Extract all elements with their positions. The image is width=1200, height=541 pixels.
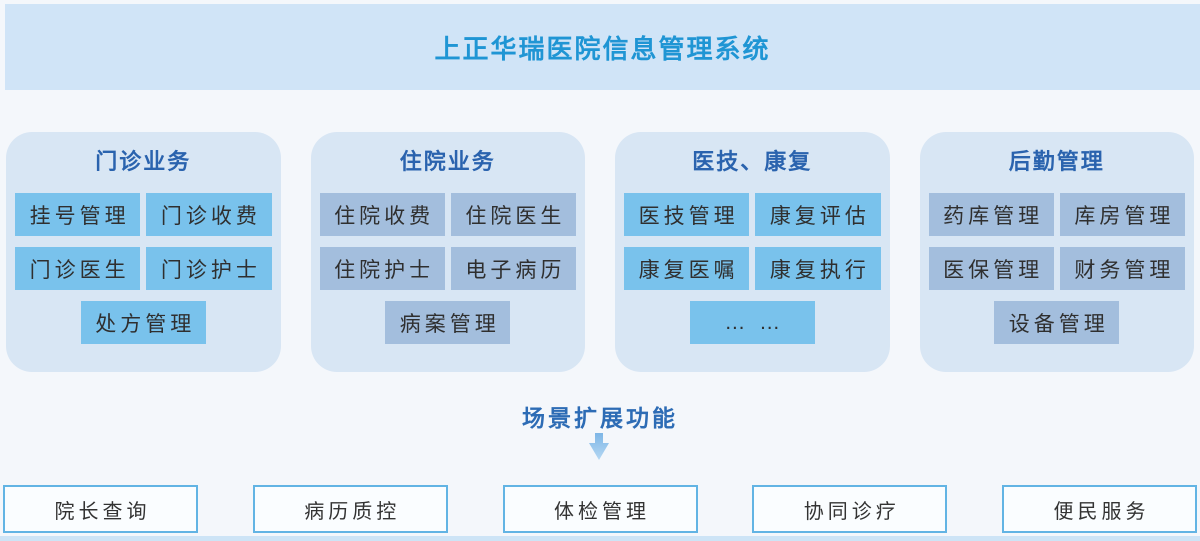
- panel-item: 病案管理: [385, 301, 511, 344]
- panels-row: 门诊业务 挂号管理 门诊收费 门诊医生 门诊护士 处方管理 住院业务 住院收费 …: [6, 132, 1194, 372]
- panel-logistics: 后勤管理 药库管理 库房管理 医保管理 财务管理 设备管理: [919, 132, 1194, 372]
- panel-item: 住院护士: [319, 247, 445, 290]
- panel-item-ellipsis: … …: [689, 301, 815, 344]
- panel-title: 住院业务: [399, 149, 496, 174]
- panel-item: 药库管理: [928, 193, 1054, 236]
- scenario-box: 病历质控: [252, 485, 448, 533]
- panel-title: 医技、康复: [692, 149, 813, 174]
- panel-item: 设备管理: [994, 301, 1120, 344]
- panel-grid: 医技管理 康复评估 康复医嘱 康复执行 … …: [624, 193, 881, 344]
- expansion-label: 场景扩展功能: [522, 405, 678, 431]
- footer-strip: [0, 536, 1200, 541]
- panel-item: 电子病历: [450, 247, 576, 290]
- panel-item: 门诊收费: [146, 193, 272, 236]
- panel-item: 康复评估: [755, 193, 881, 236]
- scenario-box: 院长查询: [3, 485, 198, 533]
- panel-item: 康复执行: [755, 247, 881, 290]
- panel-item: 财务管理: [1059, 247, 1185, 290]
- panel-medtech-rehab: 医技、康复 医技管理 康复评估 康复医嘱 康复执行 … …: [615, 132, 890, 372]
- panel-item: 医保管理: [928, 247, 1054, 290]
- panel-item: 康复医嘱: [624, 247, 750, 290]
- panel-item: 门诊护士: [146, 247, 272, 290]
- scenario-box: 便民服务: [1002, 485, 1197, 533]
- panel-item: 挂号管理: [15, 193, 141, 236]
- panel-item: 处方管理: [80, 301, 206, 344]
- panel-inpatient: 住院业务 住院收费 住院医生 住院护士 电子病历 病案管理: [310, 132, 585, 372]
- panel-item: 住院医生: [450, 193, 576, 236]
- scenario-box: 协同诊疗: [752, 485, 948, 533]
- page-title: 上正华瑞医院信息管理系统: [434, 33, 771, 64]
- bottom-row: 院长查询 病历质控 体检管理 协同诊疗 便民服务: [3, 485, 1197, 533]
- scenario-box: 体检管理: [502, 485, 698, 533]
- panel-item: 门诊医生: [15, 247, 141, 290]
- panel-title: 门诊业务: [95, 149, 192, 174]
- header-banner: 上正华瑞医院信息管理系统: [5, 4, 1200, 90]
- panel-item: 住院收费: [319, 193, 445, 236]
- panel-item: 医技管理: [624, 193, 750, 236]
- panel-title: 后勤管理: [1008, 149, 1105, 174]
- panel-outpatient: 门诊业务 挂号管理 门诊收费 门诊医生 门诊护士 处方管理: [6, 132, 281, 372]
- panel-grid: 药库管理 库房管理 医保管理 财务管理 设备管理: [928, 193, 1185, 344]
- panel-item: 库房管理: [1059, 193, 1185, 236]
- panel-grid: 挂号管理 门诊收费 门诊医生 门诊护士 处方管理: [15, 193, 272, 344]
- down-arrow-icon: [589, 433, 609, 460]
- panel-grid: 住院收费 住院医生 住院护士 电子病历 病案管理: [319, 193, 576, 344]
